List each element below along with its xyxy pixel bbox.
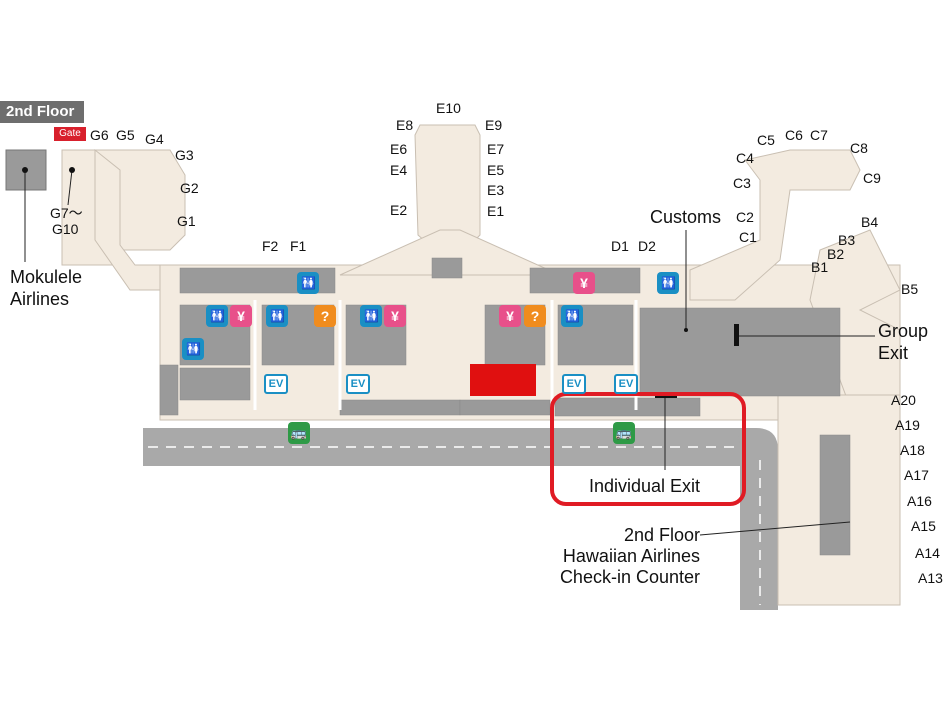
gate-c9: C9 [863, 170, 881, 186]
information-icon: ? [314, 305, 336, 327]
shop-red-block [470, 364, 536, 396]
individual-exit-label: Individual Exit [589, 476, 701, 496]
gate-g3: G3 [175, 147, 194, 163]
hawaiian-label-line3: Check-in Counter [559, 567, 700, 587]
gate-c6: C6 [785, 127, 803, 143]
gate-a13: A13 [918, 570, 943, 586]
gate-f1: F1 [290, 238, 307, 254]
gate-d1: D1 [611, 238, 629, 254]
gate-b4: B4 [861, 214, 879, 230]
gate-c5: C5 [757, 132, 775, 148]
restroom-icon: 🚻 [266, 305, 288, 327]
gate-c8: C8 [850, 140, 868, 156]
currency-exchange-icon: ¥ [573, 272, 595, 294]
gate-e8: E8 [396, 117, 414, 133]
gate-c2: C2 [736, 209, 754, 225]
road-dashes [148, 446, 761, 605]
gate-e10: E10 [436, 100, 461, 116]
restroom-icon: 🚻 [297, 272, 319, 294]
gate-a17: A17 [904, 467, 929, 483]
gate-b1: B1 [811, 259, 829, 275]
gate-e4: E4 [390, 162, 408, 178]
restroom-icon: 🚻 [360, 305, 382, 327]
mokulele-label-line2: Airlines [10, 289, 70, 309]
gate-e3: E3 [487, 182, 505, 198]
gate-e6: E6 [390, 141, 408, 157]
gate-g7-g10-top: G7〜 [50, 205, 83, 221]
group-exit-label-line1: Group [878, 321, 929, 341]
gate-a15: A15 [911, 518, 936, 534]
gate-g6: G6 [90, 127, 109, 143]
gate-c7: C7 [810, 127, 828, 143]
gate-f2: F2 [262, 238, 279, 254]
hawaiian-label-line1: 2nd Floor [623, 525, 700, 545]
floor-label: 2nd Floor [0, 101, 84, 123]
gate-b2: B2 [827, 246, 845, 262]
mokulele-dot [22, 167, 28, 173]
bus-stop-icon: 🚌 [613, 422, 635, 444]
gate-c3: C3 [733, 175, 751, 191]
gate-e1: E1 [487, 203, 505, 219]
gate-e2: E2 [390, 202, 408, 218]
restroom-icon: 🚻 [657, 272, 679, 294]
group-exit-label-line2: Exit [878, 343, 909, 363]
group-exit-marker [734, 324, 739, 346]
currency-exchange-icon: ¥ [230, 305, 252, 327]
mokulele-label-line1: Mokulele [10, 267, 83, 287]
information-icon: ? [524, 305, 546, 327]
hawaiian-label-line2: Hawaiian Airlines [562, 546, 700, 566]
restroom-icon: 🚻 [182, 338, 204, 360]
leader-lines [24, 169, 875, 536]
restroom-icon: 🚻 [561, 305, 583, 327]
elevator-icon: EV [264, 374, 288, 394]
gate-c4: C4 [736, 150, 754, 166]
gate-g5: G5 [116, 127, 135, 143]
customs-label: Customs [650, 207, 722, 227]
customs-dot [684, 328, 688, 332]
gate-a16: A16 [907, 493, 932, 509]
gate-e5: E5 [487, 162, 505, 178]
gate-badge: Gate [54, 127, 86, 141]
gate-a14: A14 [915, 545, 940, 561]
gate-c1: C1 [739, 229, 757, 245]
gate-a18: A18 [900, 442, 925, 458]
currency-exchange-icon: ¥ [499, 305, 521, 327]
currency-exchange-icon: ¥ [384, 305, 406, 327]
bus-stop-icon: 🚌 [288, 422, 310, 444]
gate-g1: G1 [177, 213, 196, 229]
restroom-icon: 🚻 [206, 305, 228, 327]
elevator-icon: EV [346, 374, 370, 394]
elevator-icon: EV [614, 374, 638, 394]
gate-b5: B5 [901, 281, 919, 297]
individual-exit-highlight [550, 392, 746, 506]
elevator-icon: EV [562, 374, 586, 394]
gate-d2: D2 [638, 238, 656, 254]
gate-e7: E7 [487, 141, 505, 157]
gate-g7-g10-bottom: G10 [52, 221, 79, 237]
g7-dot [69, 167, 75, 173]
gate-g2: G2 [180, 180, 199, 196]
gate-a20: A20 [891, 392, 916, 408]
gate-g4: G4 [145, 131, 164, 147]
gate-a19: A19 [895, 417, 920, 433]
gate-e9: E9 [485, 117, 503, 133]
gate-b3: B3 [838, 232, 856, 248]
individual-exit-marker [655, 395, 677, 398]
